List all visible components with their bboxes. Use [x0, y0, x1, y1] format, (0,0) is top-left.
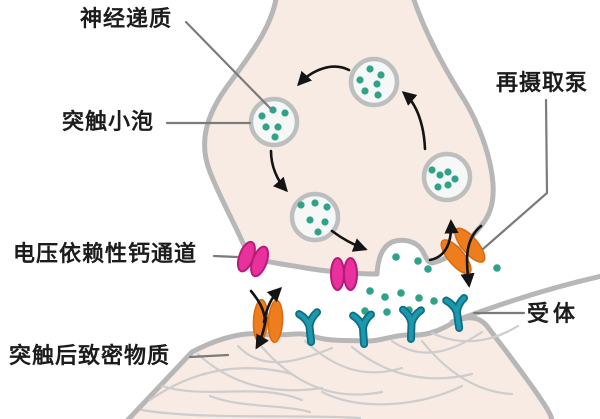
neurotransmitter-dots: [258, 106, 289, 141]
neurotransmitter-dots: [356, 65, 385, 99]
receptor-2: [349, 310, 376, 348]
postsynaptic-cell: [125, 315, 555, 419]
neurotransmitter-dots: [297, 199, 331, 236]
presynaptic-terminal: [202, 0, 496, 277]
cycle-arrow-right-to-top: [401, 91, 427, 151]
receptor-1: [295, 308, 322, 346]
synaptic-vesicle-right: [421, 151, 473, 203]
leader-calcium-channel: [212, 254, 239, 259]
postsynaptic-density-mesh: [140, 324, 520, 419]
label-calcium-channel: 电压依赖性钙通道: [13, 241, 198, 266]
leader-lines: [165, 20, 549, 359]
calcium-channel-right: [330, 257, 358, 291]
ion-flow-arrows: [249, 286, 283, 350]
receptor-3: [398, 305, 425, 343]
leader-postsynaptic-density: [188, 353, 230, 359]
receptor-4: [442, 294, 469, 332]
receptors: [295, 294, 469, 348]
leader-reuptake-pump: [481, 98, 549, 251]
label-receptor: 受体: [527, 301, 580, 326]
calcium-channel-left: [236, 240, 270, 278]
synaptic-vesicle-bottom: [289, 191, 341, 243]
label-neurotransmitter: 神经递质: [80, 6, 173, 31]
label-postsynaptic-density: 突触后致密物质: [9, 343, 171, 368]
neurotransmitter-dots: [428, 166, 459, 191]
label-synaptic-vesicle: 突触小泡: [62, 109, 155, 134]
vesicle-cycle-arrows: [269, 65, 427, 252]
cycle-arrow-left-to-bottom: [269, 149, 288, 193]
synaptic-vesicle-left: [248, 96, 300, 148]
cycle-arrow-top-to-left: [297, 65, 351, 87]
synaptic-vesicle-top: [348, 56, 400, 108]
cycle-arrow-bottom-to-release-site: [330, 229, 368, 252]
reuptake-pump: [428, 219, 486, 288]
reuptake-flow-arrows: [428, 219, 483, 288]
postsynaptic-ion-channel: [249, 286, 284, 350]
synaptic-vesicles: [248, 56, 473, 243]
label-reuptake-pump: 再摄取泵: [496, 70, 589, 95]
postsynaptic-membrane-right: [449, 273, 600, 325]
leader-neurotransmitter: [184, 20, 272, 110]
